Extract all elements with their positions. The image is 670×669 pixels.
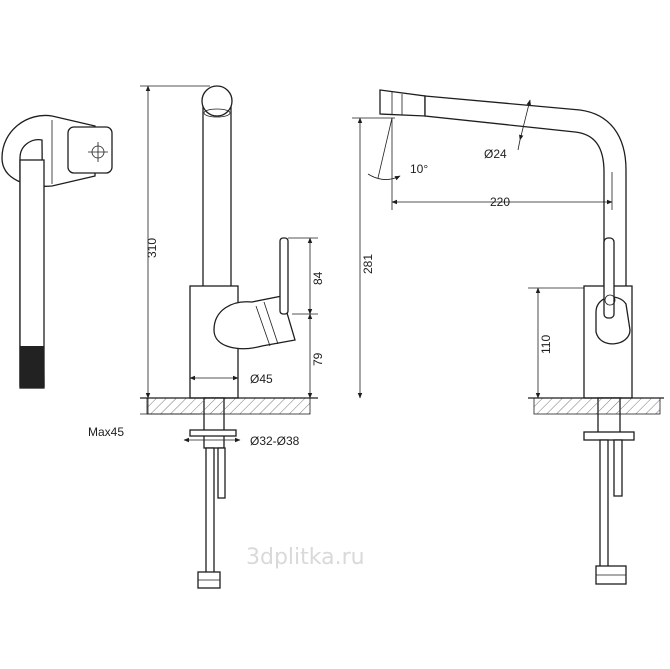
dim-spout-diameter: Ø24 <box>484 147 507 161</box>
dim-handle-height: 84 <box>311 271 325 285</box>
dim-lever-height: 110 <box>539 335 553 354</box>
side-view <box>140 85 318 589</box>
dim-max-counter: Max45 <box>88 425 124 439</box>
side-dimensions: 310 84 79 Ø45 Max45 Ø32-Ø38 <box>88 85 325 448</box>
watermark-text: 3dplitka.ru <box>246 545 365 570</box>
dim-spout-reach: 220 <box>490 195 510 209</box>
dim-body-diameter: Ø45 <box>250 372 273 386</box>
front-view <box>379 89 664 585</box>
front-dimensions: 281 110 220 10° Ø24 <box>352 99 613 399</box>
top-view <box>1 114 113 389</box>
dim-spout-angle: 10° <box>410 162 428 176</box>
dim-mount-hole: Ø32-Ø38 <box>250 434 300 448</box>
dim-spout-height: 281 <box>361 254 375 274</box>
dim-body-height: 79 <box>311 352 325 366</box>
dim-height-total: 310 <box>145 238 159 258</box>
